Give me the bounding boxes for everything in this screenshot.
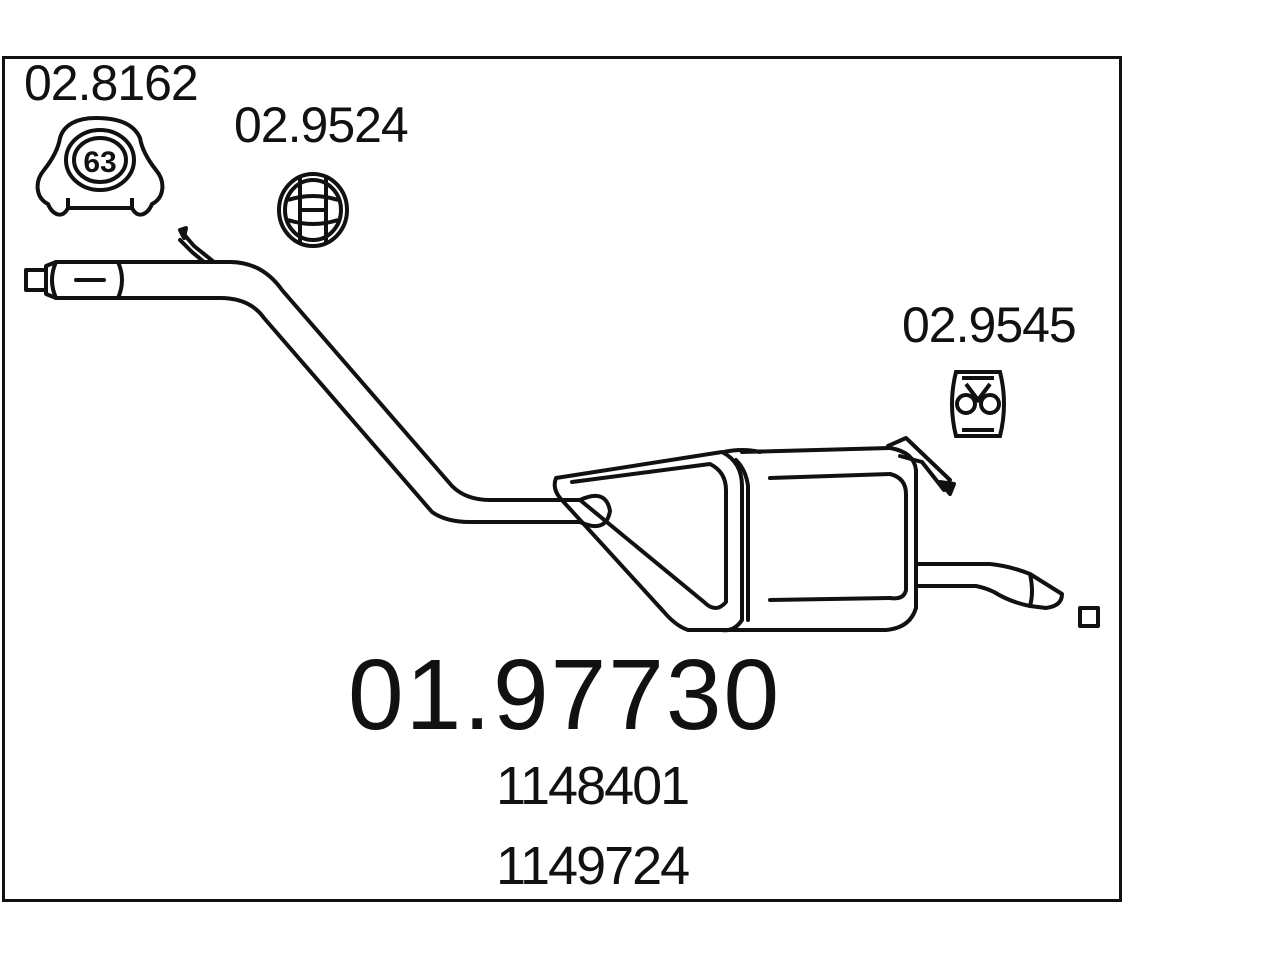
main-part-number: 01.97730 xyxy=(348,639,782,751)
pipe-clamp-icon xyxy=(35,115,165,217)
outlet-stub xyxy=(1078,606,1100,628)
exhaust-assembly xyxy=(24,226,1100,633)
rubber-hanger-round-icon xyxy=(277,172,349,248)
round-hanger-part-number: 02.9524 xyxy=(234,97,409,153)
svg-text:63: 63 xyxy=(83,146,116,179)
rect-hanger-part-number: 02.9545 xyxy=(902,297,1077,353)
oem-number-1: 1148401 xyxy=(496,756,690,816)
rubber-hanger-rect-icon xyxy=(950,370,1006,438)
clamp-marking: 63 xyxy=(83,146,116,179)
clamp-part-number: 02.8162 xyxy=(24,55,199,111)
oem-number-2: 1149724 xyxy=(496,836,690,896)
inlet-stub xyxy=(24,268,48,292)
